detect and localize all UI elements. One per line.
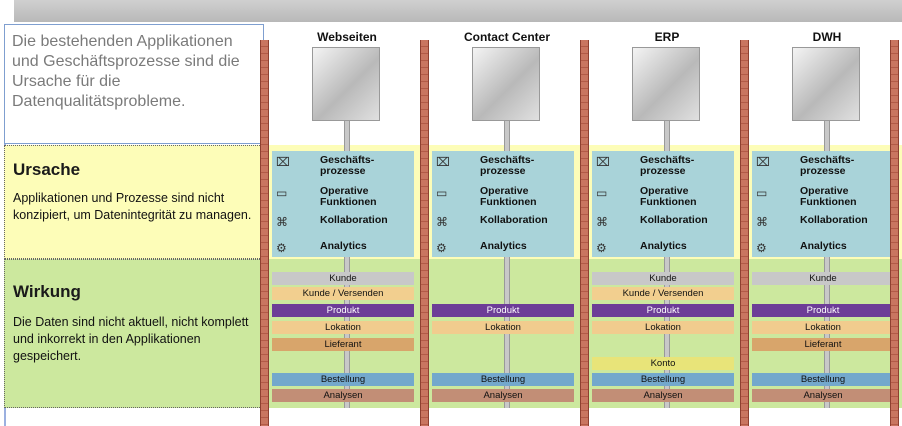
data-bar: Konto (592, 357, 734, 370)
gears-icon: ⚙ (756, 241, 767, 255)
process-label: Kollaboration (800, 214, 868, 226)
data-bar: Bestellung (592, 373, 734, 386)
column-title: DWH (812, 30, 842, 44)
firewall-brick-wall (420, 40, 429, 426)
org-chart-icon: ⌧ (436, 155, 450, 169)
process-label: Kollaboration (480, 214, 548, 226)
intro-box (4, 24, 264, 144)
data-bar: Kunde / Versenden (272, 287, 414, 300)
numbers-photo (632, 47, 700, 121)
function-icon: ▭ (596, 186, 608, 200)
process-label: Operative Funktionen (320, 185, 377, 208)
data-bar: Analysen (592, 389, 734, 402)
wirkung-box: Wirkung Die Daten sind nicht aktuell, ni… (4, 259, 264, 408)
data-bar: Kunde (592, 272, 734, 285)
process-label: Operative Funktionen (800, 185, 857, 208)
process-label: Operative Funktionen (480, 185, 537, 208)
collaboration-icon: ⌘ (276, 215, 288, 229)
data-bar: Produkt (272, 304, 414, 317)
org-chart-icon: ⌧ (596, 155, 610, 169)
process-label: Analytics (800, 240, 847, 252)
data-bar: Lieferant (272, 338, 414, 351)
data-bar: Analysen (752, 389, 894, 402)
data-bar: Kunde (752, 272, 894, 285)
data-bar: Analysen (432, 389, 574, 402)
data-bar: Lokation (752, 321, 894, 334)
collaboration-icon: ⌘ (436, 215, 448, 229)
process-label: Geschäfts- prozesse (480, 154, 535, 177)
process-label: Geschäfts- prozesse (320, 154, 375, 177)
process-label: Kollaboration (320, 214, 388, 226)
collaboration-icon: ⌘ (756, 215, 768, 229)
column-pole (824, 121, 830, 151)
column-title: ERP (654, 30, 680, 44)
process-label: Geschäfts- prozesse (640, 154, 695, 177)
gears-icon: ⚙ (436, 241, 447, 255)
wirkung-title: Wirkung (13, 282, 81, 301)
data-bar: Lokation (432, 321, 574, 334)
ursache-box: Ursache Applikationen und Prozesse sind … (4, 145, 264, 259)
file-cabinet-photo (792, 47, 860, 121)
firewall-brick-wall (740, 40, 749, 426)
firewall-brick-wall (260, 40, 269, 426)
data-bar: Lieferant (752, 338, 894, 351)
firewall-brick-wall (580, 40, 589, 426)
column-pole (664, 121, 670, 151)
ursache-title: Ursache (13, 160, 81, 179)
gears-icon: ⚙ (596, 241, 607, 255)
org-chart-icon: ⌧ (756, 155, 770, 169)
data-bar: Kunde (272, 272, 414, 285)
data-bar: Lokation (592, 321, 734, 334)
function-icon: ▭ (436, 186, 448, 200)
data-bar: Kunde / Versenden (592, 287, 734, 300)
top-bar (14, 0, 902, 22)
intro-text: Die bestehenden Applikationen und Geschä… (12, 33, 240, 110)
function-icon: ▭ (756, 186, 768, 200)
process-label: Geschäfts- prozesse (800, 154, 855, 177)
column-title: Webseiten (317, 30, 377, 44)
gears-icon: ⚙ (276, 241, 287, 255)
data-bar: Produkt (592, 304, 734, 317)
collaboration-icon: ⌘ (596, 215, 608, 229)
process-label: Kollaboration (640, 214, 708, 226)
column-pole (344, 121, 350, 151)
headset-agent-photo (472, 47, 540, 121)
data-bar: Produkt (752, 304, 894, 317)
data-bar: Lokation (272, 321, 414, 334)
data-bar: Bestellung (752, 373, 894, 386)
process-panel (592, 151, 734, 257)
process-label: Analytics (640, 240, 687, 252)
ursache-text: Applikationen und Prozesse sind nicht ko… (13, 191, 252, 222)
data-bar: Bestellung (272, 373, 414, 386)
process-panel (752, 151, 894, 257)
process-label: Analytics (480, 240, 527, 252)
function-icon: ▭ (276, 186, 288, 200)
process-label: Operative Funktionen (640, 185, 697, 208)
wirkung-text: Die Daten sind nicht aktuell, nicht komp… (13, 315, 249, 363)
column-title: Contact Center (463, 30, 550, 44)
hand-on-keyboard-photo (312, 47, 380, 121)
process-label: Analytics (320, 240, 367, 252)
column-pole (504, 121, 510, 151)
data-bar: Bestellung (432, 373, 574, 386)
data-bar: Produkt (432, 304, 574, 317)
process-panel (272, 151, 414, 257)
process-panel (432, 151, 574, 257)
org-chart-icon: ⌧ (276, 155, 290, 169)
data-bar: Analysen (272, 389, 414, 402)
firewall-brick-wall (890, 40, 899, 426)
